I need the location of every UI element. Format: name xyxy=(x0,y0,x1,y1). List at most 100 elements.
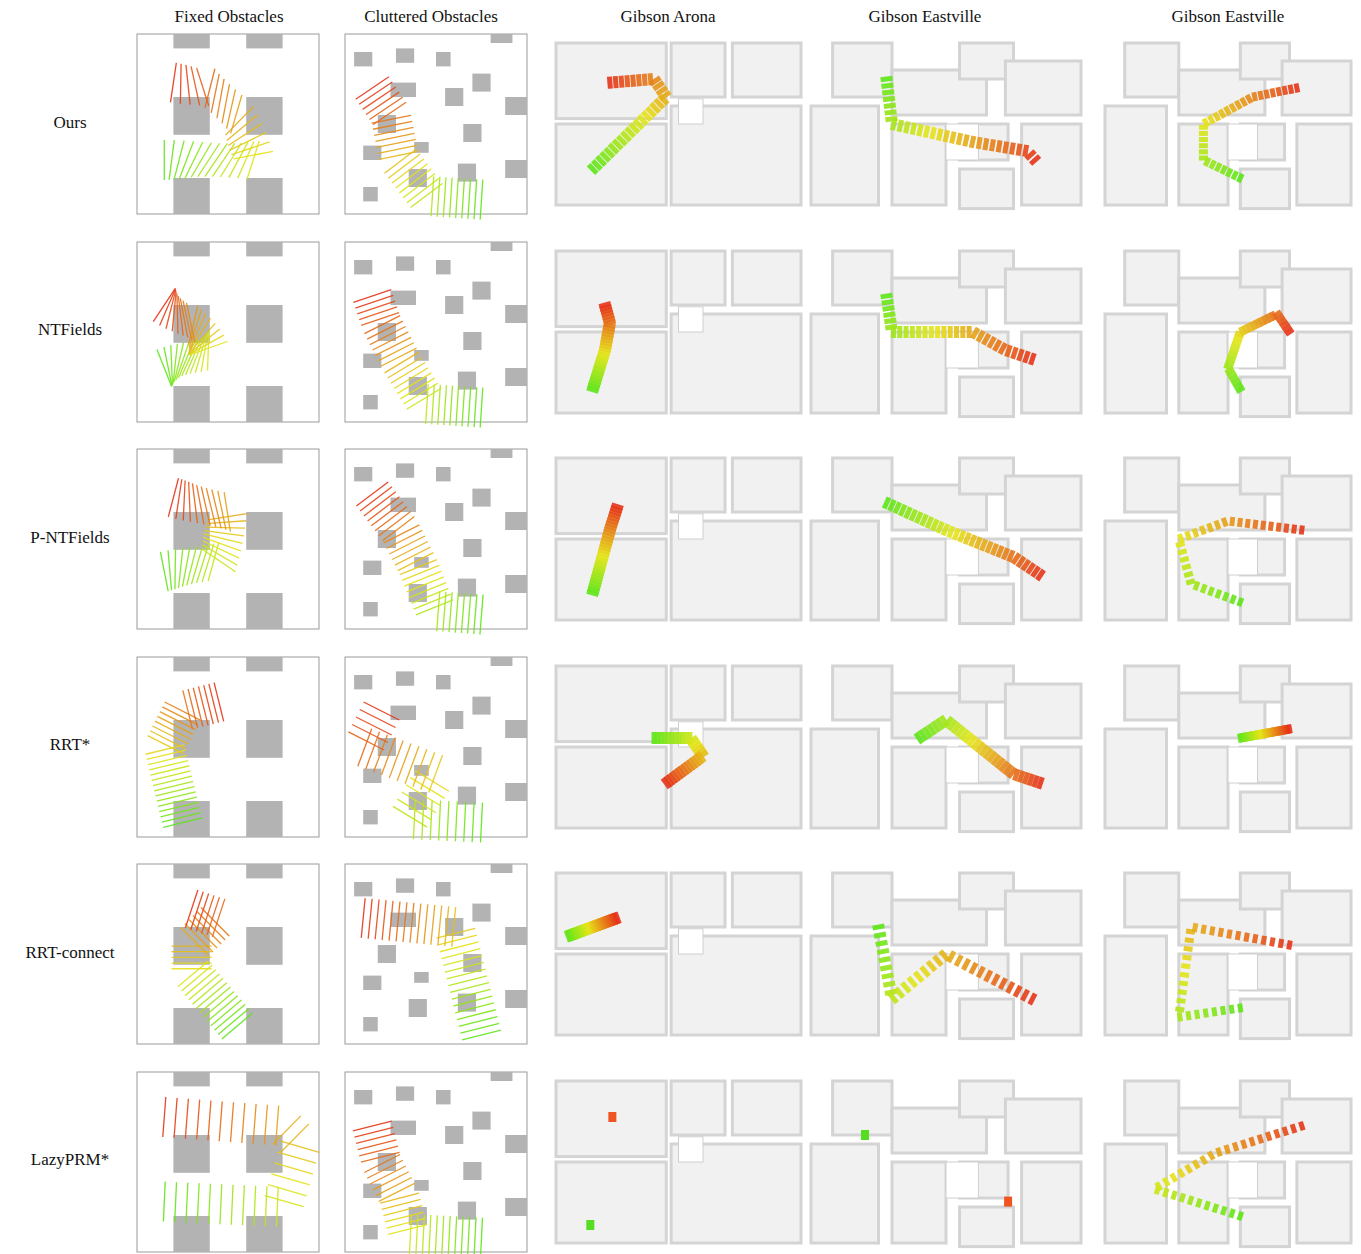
robot-pose xyxy=(480,388,483,428)
robot-pose xyxy=(916,512,921,523)
obstacle xyxy=(458,579,476,597)
robot-pose xyxy=(897,326,902,338)
robot-pose xyxy=(157,792,196,801)
robot-pose xyxy=(197,1100,200,1140)
robot-pose xyxy=(938,129,941,141)
robot-pose xyxy=(161,807,200,816)
obstacle xyxy=(436,882,451,896)
robot-pose xyxy=(663,778,670,788)
opening xyxy=(679,929,704,954)
robot-pose xyxy=(404,571,441,586)
room xyxy=(732,873,801,927)
robot-pose xyxy=(432,384,435,424)
panel xyxy=(137,864,319,1044)
robot-pose xyxy=(154,781,193,790)
robot-pose xyxy=(162,813,201,822)
robot-pose xyxy=(1209,1152,1214,1160)
robot-pose xyxy=(1031,353,1035,364)
robot-pose xyxy=(196,894,209,932)
robot-pose xyxy=(274,1163,312,1174)
robot-pose xyxy=(884,498,889,509)
robot-pose xyxy=(1286,524,1287,533)
robot-pose xyxy=(1182,957,1191,958)
robot-pose xyxy=(449,592,452,632)
robot-pose xyxy=(174,1098,177,1138)
room xyxy=(1105,106,1167,205)
robot-pose xyxy=(1030,994,1036,1005)
robot-pose xyxy=(474,387,477,427)
room xyxy=(671,458,725,512)
room xyxy=(1240,999,1289,1039)
obstacle xyxy=(363,1184,381,1198)
robot-pose xyxy=(376,1178,412,1196)
robot-pose xyxy=(998,546,1002,557)
obstacle xyxy=(505,1135,527,1153)
robot-pose xyxy=(461,593,464,633)
robot-pose xyxy=(991,139,993,151)
obstacle xyxy=(445,296,463,314)
robot-pose xyxy=(1229,930,1231,939)
obstacle xyxy=(414,1180,429,1191)
robot-pose xyxy=(377,139,416,147)
panel xyxy=(345,242,527,428)
robot-pose xyxy=(1164,1178,1169,1186)
robot-pose xyxy=(406,785,440,806)
robot-pose xyxy=(396,902,400,942)
obstacle xyxy=(391,291,416,305)
robot-pose xyxy=(1278,87,1280,96)
robot-pose xyxy=(185,890,198,928)
robot-pose xyxy=(474,179,477,219)
robot-pose xyxy=(159,802,198,811)
panel xyxy=(1105,873,1351,1039)
robot-pose xyxy=(1199,149,1208,154)
robot-pose xyxy=(212,899,225,937)
robot-pose xyxy=(367,1160,403,1178)
room xyxy=(1105,729,1167,828)
robot-pose xyxy=(436,928,475,938)
robot-pose xyxy=(880,967,892,969)
robot-pose xyxy=(187,547,197,586)
obstacle xyxy=(458,164,476,182)
robot-pose xyxy=(921,967,929,976)
robot-pose xyxy=(1216,521,1219,529)
robot-pose xyxy=(879,959,891,961)
obstacle xyxy=(246,178,282,214)
robot-pose xyxy=(985,138,987,150)
room xyxy=(1125,1081,1179,1135)
robot-pose xyxy=(278,1152,316,1163)
robot-pose xyxy=(1259,1135,1262,1144)
robot-pose xyxy=(1185,940,1194,941)
robot-pose xyxy=(265,1186,267,1226)
robot-pose xyxy=(242,1103,245,1143)
robot-pose xyxy=(1280,939,1282,948)
robot-pose xyxy=(1254,934,1256,943)
robot-pose xyxy=(464,802,466,842)
panel-frame xyxy=(137,1072,319,1252)
robot-pose xyxy=(193,688,203,727)
room xyxy=(1005,684,1081,738)
robot-pose xyxy=(177,294,178,334)
obstacle xyxy=(246,1072,282,1086)
robot-pose xyxy=(389,740,403,778)
robot-pose xyxy=(445,906,449,946)
robot-pose xyxy=(1181,1194,1184,1203)
robot-pose xyxy=(1199,131,1208,136)
robot-pose xyxy=(902,983,910,992)
robot-pose xyxy=(636,74,642,86)
robot-pose xyxy=(444,385,447,425)
robot-pose xyxy=(881,85,893,86)
panel xyxy=(1105,251,1351,417)
room xyxy=(892,1162,946,1243)
robot-pose xyxy=(1227,169,1231,177)
robot-pose xyxy=(1201,1156,1206,1164)
robot-pose xyxy=(397,799,431,820)
robot-pose xyxy=(958,133,961,145)
robot-pose xyxy=(1222,1207,1225,1216)
room xyxy=(960,1207,1014,1247)
obstacle xyxy=(409,999,427,1017)
robot-pose xyxy=(1286,329,1293,334)
robot-pose xyxy=(1260,91,1262,100)
robot-pose xyxy=(904,326,909,338)
robot-pose xyxy=(188,689,198,728)
room xyxy=(671,43,725,97)
